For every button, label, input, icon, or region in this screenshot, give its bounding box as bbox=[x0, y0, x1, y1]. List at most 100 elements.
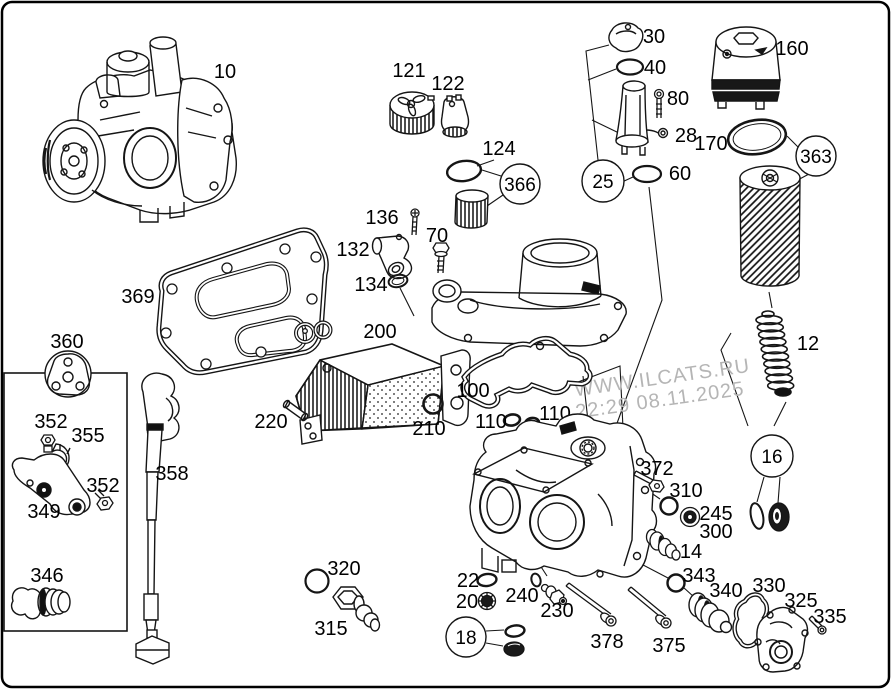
callout-label-25[interactable]: 25 bbox=[592, 172, 613, 193]
part-label-340[interactable]: 340 bbox=[709, 580, 742, 602]
part-14-plug bbox=[645, 528, 681, 561]
part-label-220[interactable]: 220 bbox=[254, 411, 287, 433]
part-label-320[interactable]: 320 bbox=[327, 558, 360, 580]
part-245-300-grommet bbox=[679, 506, 701, 528]
part-220-pin bbox=[282, 399, 309, 422]
part-label-30[interactable]: 30 bbox=[643, 26, 665, 48]
part-label-325[interactable]: 325 bbox=[784, 590, 817, 612]
part-310-o-ring bbox=[659, 496, 679, 516]
part-10-engine-assembly bbox=[42, 36, 237, 223]
part-346-cap bbox=[10, 587, 71, 620]
part-12-spring bbox=[755, 310, 795, 397]
watermark: WWW.ILCATS.RU 22:29 08.11.2025 bbox=[573, 355, 751, 423]
part-315-oil-sensor bbox=[332, 586, 381, 632]
part-360-flange bbox=[44, 350, 92, 398]
part-366-filter-element bbox=[454, 189, 489, 229]
part-label-132[interactable]: 132 bbox=[336, 239, 369, 261]
part-label-310[interactable]: 310 bbox=[669, 480, 702, 502]
part-label-10[interactable]: 10 bbox=[214, 61, 236, 83]
part-100-gasket bbox=[460, 335, 593, 409]
part-label-335[interactable]: 335 bbox=[813, 606, 846, 628]
part-label-369[interactable]: 369 bbox=[121, 286, 154, 308]
part-label-40[interactable]: 40 bbox=[644, 57, 666, 79]
part-343-o-ring bbox=[666, 573, 686, 593]
callout-label-363[interactable]: 363 bbox=[800, 147, 832, 168]
part-label-28[interactable]: 28 bbox=[675, 125, 697, 147]
part-label-358[interactable]: 358 bbox=[155, 463, 188, 485]
part-122-valve bbox=[440, 94, 470, 138]
part-label-124[interactable]: 124 bbox=[482, 138, 515, 160]
part-352-nut bbox=[40, 434, 56, 453]
part-label-375[interactable]: 375 bbox=[652, 635, 685, 657]
callout-366[interactable]: 366 bbox=[499, 163, 541, 205]
part-label-240[interactable]: 240 bbox=[505, 585, 538, 607]
part-40-o-ring bbox=[615, 58, 645, 76]
part-363-filter-element bbox=[739, 165, 801, 287]
part-label-300[interactable]: 300 bbox=[699, 521, 732, 543]
part-80-bolt bbox=[653, 88, 665, 118]
callout-25[interactable]: 25 bbox=[581, 159, 625, 203]
part-label-14[interactable]: 14 bbox=[680, 541, 702, 563]
part-label-349[interactable]: 349 bbox=[27, 501, 60, 523]
part-70-bolt bbox=[432, 242, 450, 274]
part-200-oil-cooler bbox=[295, 343, 471, 445]
part-label-70[interactable]: 70 bbox=[426, 225, 448, 247]
part-engine-block bbox=[469, 413, 658, 578]
part-label-315[interactable]: 315 bbox=[314, 618, 347, 640]
part-label-136[interactable]: 136 bbox=[365, 207, 398, 229]
part-label-160[interactable]: 160 bbox=[775, 38, 808, 60]
part-label-245[interactable]: 245 bbox=[699, 503, 732, 525]
part-label-378[interactable]: 378 bbox=[590, 631, 623, 653]
part-label-330[interactable]: 330 bbox=[752, 575, 785, 597]
part-240-o-ring bbox=[530, 572, 542, 588]
part-325-pump-cover bbox=[754, 606, 809, 673]
part-label-100[interactable]: 100 bbox=[456, 380, 489, 402]
callout-label-18[interactable]: 18 bbox=[455, 628, 476, 649]
part-372-bolt bbox=[633, 470, 665, 493]
part-label-60[interactable]: 60 bbox=[669, 163, 691, 185]
part-160-filter-cover bbox=[711, 26, 781, 110]
part-label-22[interactable]: 22 bbox=[457, 570, 479, 592]
part-358-dipstick bbox=[135, 372, 180, 665]
part-label-134[interactable]: 134 bbox=[354, 274, 387, 296]
part-320-o-ring bbox=[304, 568, 330, 594]
part-label-210[interactable]: 210 bbox=[412, 418, 445, 440]
part-20-plug bbox=[477, 591, 497, 611]
callout-18[interactable]: 18 bbox=[445, 616, 487, 658]
part-210-o-ring bbox=[422, 393, 444, 415]
part-label-110a[interactable]: 110 bbox=[475, 411, 507, 433]
part-label-346[interactable]: 346 bbox=[30, 565, 63, 587]
part-230-valve bbox=[540, 583, 568, 606]
part-label-12[interactable]: 12 bbox=[797, 333, 819, 355]
part-28-oil-guide-funnel bbox=[615, 80, 669, 156]
part-label-230[interactable]: 230 bbox=[540, 600, 573, 622]
callout-label-16[interactable]: 16 bbox=[761, 447, 782, 468]
part-label-122[interactable]: 122 bbox=[431, 73, 464, 95]
part-label-343[interactable]: 343 bbox=[682, 565, 715, 587]
part-label-200[interactable]: 200 bbox=[363, 321, 396, 343]
callout-label-366[interactable]: 366 bbox=[504, 175, 536, 196]
part-label-20[interactable]: 20 bbox=[456, 591, 478, 613]
callout-16[interactable]: 16 bbox=[750, 434, 794, 478]
part-label-352b[interactable]: 352 bbox=[86, 475, 119, 497]
part-132-connector bbox=[371, 233, 413, 280]
part-378-bolt bbox=[565, 582, 617, 627]
part-340-valve-cartridge bbox=[688, 592, 733, 634]
part-134-o-ring bbox=[387, 273, 409, 289]
part-121-filter-cap bbox=[389, 91, 435, 135]
part-22-o-ring bbox=[476, 572, 498, 588]
part-label-80[interactable]: 80 bbox=[667, 88, 689, 110]
part-label-360[interactable]: 360 bbox=[50, 331, 83, 353]
part-label-352a[interactable]: 352 bbox=[34, 411, 67, 433]
part-30-cap bbox=[608, 22, 644, 53]
part-label-121[interactable]: 121 bbox=[392, 60, 425, 82]
callout-363[interactable]: 363 bbox=[795, 135, 837, 177]
part-60-o-ring bbox=[631, 164, 663, 184]
part-label-355[interactable]: 355 bbox=[71, 425, 104, 447]
part-label-372[interactable]: 372 bbox=[640, 458, 673, 480]
part-375-bolt bbox=[627, 586, 672, 629]
part-352-bolt bbox=[94, 489, 114, 511]
part-label-170[interactable]: 170 bbox=[694, 133, 727, 155]
part-124-o-ring bbox=[445, 159, 483, 183]
